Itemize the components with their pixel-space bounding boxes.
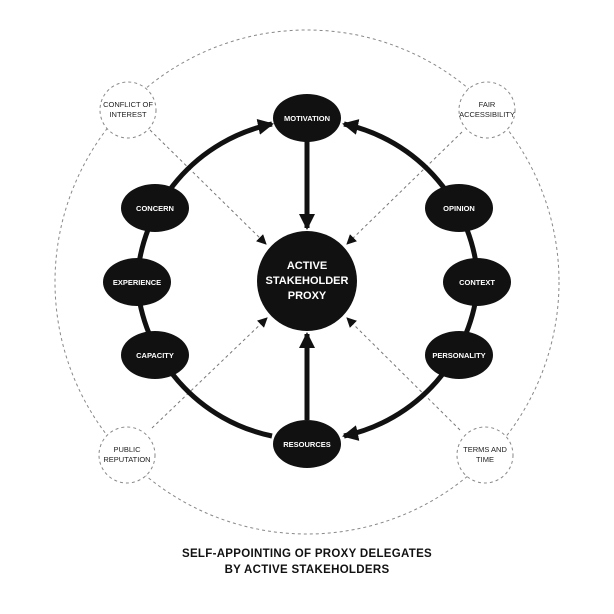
svg-text:ACCESSIBILITY: ACCESSIBILITY — [459, 110, 515, 119]
svg-text:OPINION: OPINION — [443, 204, 475, 213]
svg-text:PROXY: PROXY — [288, 290, 327, 302]
svg-text:STAKEHOLDER: STAKEHOLDER — [266, 275, 349, 287]
node-capacity: CAPACITY — [121, 331, 189, 379]
factor-fair-accessibility: FAIR ACCESSIBILITY — [458, 81, 516, 139]
svg-text:REPUTATION: REPUTATION — [103, 455, 150, 464]
node-personality: PERSONALITY — [425, 331, 493, 379]
node-context: CONTEXT — [443, 258, 511, 306]
node-resources: RESOURCES — [273, 420, 341, 468]
svg-text:PERSONALITY: PERSONALITY — [432, 351, 485, 360]
node-concern: CONCERN — [121, 184, 189, 232]
factor-public-reputation: PUBLIC REPUTATION — [98, 426, 156, 484]
svg-text:ACTIVE: ACTIVE — [287, 260, 327, 272]
node-opinion: OPINION — [425, 184, 493, 232]
svg-text:PUBLIC: PUBLIC — [113, 445, 141, 454]
svg-text:FAIR: FAIR — [479, 100, 496, 109]
svg-text:INTEREST: INTEREST — [109, 110, 147, 119]
dashed-link-terms — [346, 317, 461, 431]
dashed-link-public — [151, 317, 268, 429]
caption-line-1: SELF-APPOINTING OF PROXY DELEGATES — [181, 548, 433, 560]
node-motivation: MOTIVATION — [273, 94, 341, 142]
svg-text:EXPERIENCE: EXPERIENCE — [113, 278, 161, 287]
svg-text:CONTEXT: CONTEXT — [459, 278, 495, 287]
factor-terms-and-time: TERMS AND TIME — [456, 426, 514, 484]
svg-text:CONCERN: CONCERN — [136, 204, 174, 213]
svg-text:MOTIVATION: MOTIVATION — [284, 114, 330, 123]
svg-text:TERMS AND: TERMS AND — [463, 445, 507, 454]
svg-text:CONFLICT OF: CONFLICT OF — [103, 100, 153, 109]
factor-conflict-of-interest: CONFLICT OF INTEREST — [99, 81, 157, 139]
center-active-stakeholder-proxy: ACTIVE STAKEHOLDER PROXY — [257, 231, 357, 331]
caption-line-2: BY ACTIVE STAKEHOLDERS — [224, 564, 390, 576]
node-experience: EXPERIENCE — [103, 258, 171, 306]
right-arc-lower-arrow — [342, 281, 481, 441]
svg-text:CAPACITY: CAPACITY — [136, 351, 174, 360]
dashed-link-fair — [346, 131, 463, 245]
svg-text:RESOURCES: RESOURCES — [283, 440, 331, 449]
right-arc-upper-arrow — [342, 119, 481, 283]
svg-text:TIME: TIME — [476, 455, 494, 464]
outer-dashed-ring — [54, 29, 560, 535]
